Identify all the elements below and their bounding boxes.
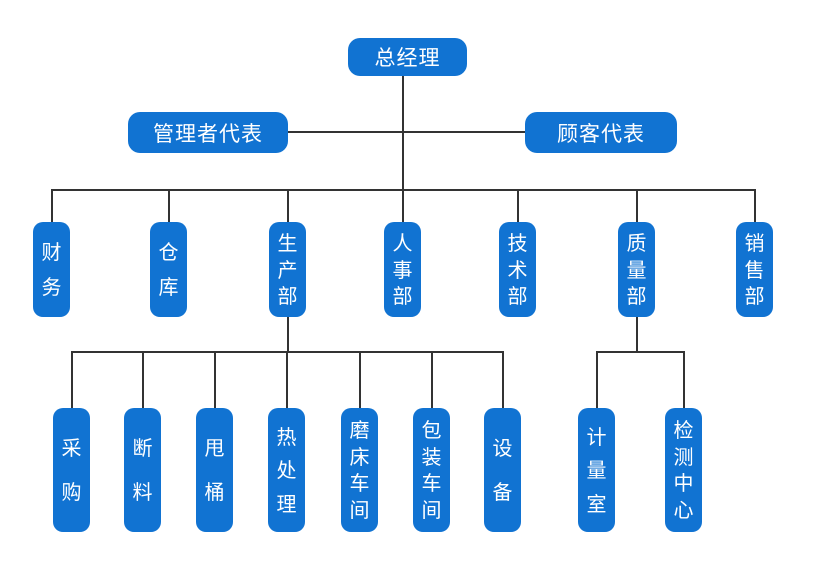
node-customer-representative: 顾客代表 xyxy=(525,112,677,153)
node-heat-treatment: 热处理 xyxy=(268,408,305,532)
node-general-manager: 总经理 xyxy=(348,38,467,76)
node-dept-quality: 质量部 xyxy=(618,222,655,317)
connector-representatives xyxy=(286,131,526,133)
connector-drop-purchasing xyxy=(71,351,73,409)
node-equipment: 设备 xyxy=(484,408,521,532)
node-cutting: 断料 xyxy=(124,408,161,532)
connector-drop-cutting xyxy=(142,351,144,409)
node-dept-hr: 人事部 xyxy=(384,222,421,317)
node-grinding-workshop: 磨床车间 xyxy=(341,408,378,532)
connector-drop-heat-treatment xyxy=(286,351,288,409)
node-purchasing: 采购 xyxy=(53,408,90,532)
connector-quality-stem xyxy=(636,316,638,353)
node-dept-sales: 销售部 xyxy=(736,222,773,317)
connector-drop-packaging xyxy=(431,351,433,409)
connector-drop-metrology xyxy=(596,351,598,409)
node-packaging-workshop: 包装车间 xyxy=(413,408,450,532)
node-dept-warehouse: 仓库 xyxy=(150,222,187,317)
connector-drop-equipment xyxy=(502,351,504,409)
connector-drop-finance xyxy=(51,189,53,223)
connector-drop-warehouse xyxy=(168,189,170,223)
connector-drop-production xyxy=(287,189,289,223)
connector-drop-tumbling xyxy=(214,351,216,409)
connector-quality-bus xyxy=(596,351,685,353)
connector-drop-quality xyxy=(636,189,638,223)
connector-drop-sales xyxy=(754,189,756,223)
connector-drop-testing-center xyxy=(683,351,685,409)
node-management-representative: 管理者代表 xyxy=(128,112,288,153)
node-testing-center: 检测中心 xyxy=(665,408,702,532)
node-dept-finance: 财务 xyxy=(33,222,70,317)
connector-drop-technology xyxy=(517,189,519,223)
node-dept-technology: 技术部 xyxy=(499,222,536,317)
node-dept-production: 生产部 xyxy=(269,222,306,317)
node-tumbling: 甩桶 xyxy=(196,408,233,532)
node-metrology-room: 计量室 xyxy=(578,408,615,532)
connector-production-stem xyxy=(287,316,289,353)
connector-drop-hr xyxy=(402,189,404,223)
connector-drop-grinding xyxy=(359,351,361,409)
